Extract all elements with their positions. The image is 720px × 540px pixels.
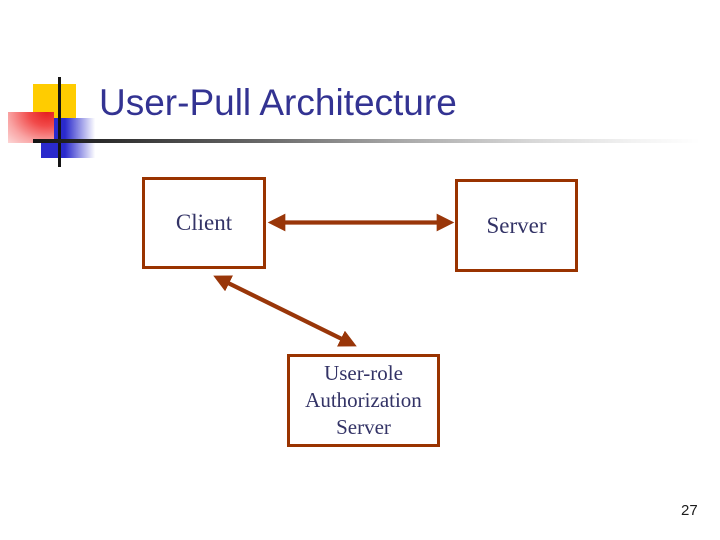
slide-title: User-Pull Architecture [99, 82, 457, 123]
decor-red-square [8, 112, 54, 143]
server-box: Server [455, 179, 578, 272]
server-box-label: Server [486, 212, 547, 238]
decor-vertical-line [58, 77, 61, 167]
page-number: 27 [681, 502, 698, 519]
auth-server-box-label-line3: Server [336, 414, 391, 439]
auth-server-box-label-line1: User-role [324, 361, 403, 386]
client-box-label: Client [175, 210, 233, 235]
client-box: Client [142, 177, 266, 269]
auth-server-box: User-role Authorization Server [287, 354, 440, 447]
auth-server-box-label-line2: Authorization [305, 388, 422, 413]
client-auth-arrow [213, 275, 357, 347]
title-underline-rule [33, 139, 700, 143]
